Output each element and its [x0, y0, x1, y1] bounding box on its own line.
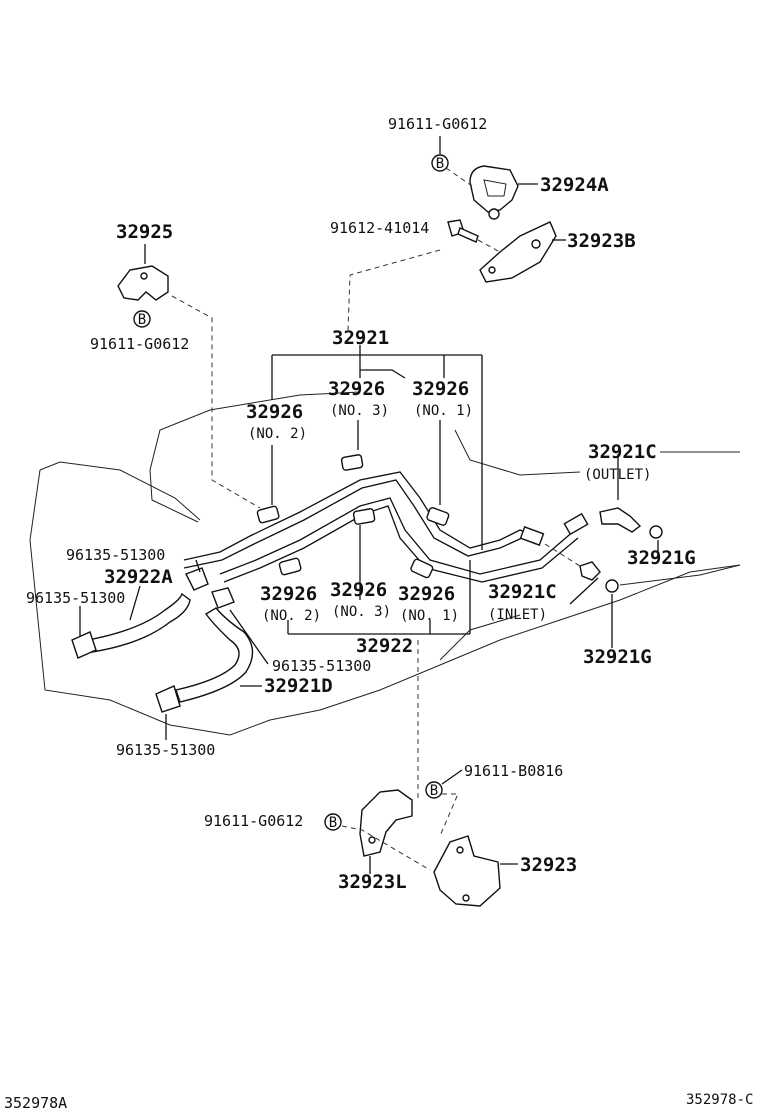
leader-inlet — [569, 577, 599, 605]
label-grommet-b-no2-sub: (NO. 2) — [262, 608, 321, 624]
label-clip-a: 96135-51300 — [66, 546, 165, 564]
label-32924a: 32924A — [540, 174, 609, 196]
leader-hose-a — [129, 585, 141, 621]
bracket-32923b — [479, 221, 557, 283]
label-inlet-sub: (INLET) — [488, 607, 547, 623]
bracket-lines-32921 — [271, 345, 483, 550]
label-grommet-b-no1-sub: (NO. 1) — [400, 608, 459, 624]
dash-inlet — [544, 543, 581, 567]
label-grommet-b-no2: 32926 — [260, 583, 317, 605]
svg-text:B: B — [430, 783, 438, 799]
label-32922: 32922 — [356, 635, 413, 657]
leader-clip-c — [229, 609, 269, 665]
bracket-32923 — [433, 835, 501, 907]
svg-text:B: B — [329, 815, 337, 831]
label-grommet-a-no3: 32926 — [328, 378, 385, 400]
label-32923: 32923 — [520, 854, 577, 876]
label-bolt-left: 91611-G0612 — [90, 335, 189, 353]
label-clip-c: 96135-51300 — [272, 657, 371, 675]
label-outlet-sub: (OUTLET) — [584, 467, 651, 483]
label-32923l: 32923L — [338, 871, 407, 893]
label-grommet-a-no2: 32926 — [246, 401, 303, 423]
label-bolt-bottom: 91611-G0612 — [204, 812, 303, 830]
footer-right-code: 352978-C — [686, 1092, 753, 1108]
tube-assembly — [183, 471, 579, 583]
label-grommet-a-no3-sub: (NO. 3) — [330, 403, 389, 419]
dash-bolt-top — [445, 167, 473, 187]
label-grommet-a-no2-sub: (NO. 2) — [248, 426, 307, 442]
label-clip-d: 96135-51300 — [116, 741, 215, 759]
grommet-shapes — [256, 454, 450, 579]
label-grommet-b-no3: 32926 — [330, 579, 387, 601]
hose-32921d — [155, 587, 254, 713]
label-32923b: 32923B — [567, 230, 636, 252]
label-bolt-top: 91611-G0612 — [388, 115, 487, 133]
bolt-91612-41014 — [447, 219, 479, 243]
label-hose-32922a: 32922A — [104, 566, 173, 588]
tube-fitting-outlet — [519, 512, 589, 546]
clamp-32924a — [469, 165, 519, 220]
svg-text:B: B — [436, 156, 444, 172]
outlet-fitting — [599, 507, 663, 539]
dash-left-guide — [171, 295, 261, 509]
dash-bottom — [341, 825, 431, 871]
label-32921: 32921 — [332, 327, 389, 349]
leader-clip-a — [195, 559, 201, 573]
label-grommet-g-upper: 32921G — [627, 547, 696, 569]
transmission-outline — [29, 391, 741, 736]
label-grommet-g-lower: 32921G — [583, 646, 652, 668]
dash-41014 — [477, 239, 501, 253]
bolt-marker-left: B — [133, 310, 151, 328]
leader-b0816 — [441, 769, 463, 785]
inlet-fitting — [579, 561, 619, 593]
bolt-marker-b0816: B — [425, 781, 443, 799]
label-bolt-b0816: 91611-B0816 — [464, 762, 563, 780]
label-outlet: 32921C — [588, 441, 657, 463]
label-bolt-41014: 91612-41014 — [330, 219, 429, 237]
label-hose-32921d: 32921D — [264, 675, 333, 697]
footer-left-code: 352978A — [4, 1094, 67, 1112]
svg-text:B: B — [138, 312, 146, 328]
bolt-marker-bottom: B — [324, 813, 342, 831]
label-grommet-a-no1-sub: (NO. 1) — [414, 403, 473, 419]
dash-upper-guide — [347, 249, 441, 331]
label-inlet: 32921C — [488, 581, 557, 603]
label-grommet-b-no1: 32926 — [398, 583, 455, 605]
bracket-32923l — [359, 789, 413, 857]
bracket-lines-32922 — [287, 525, 471, 635]
hose-32922a — [71, 567, 209, 659]
label-grommet-a-no1: 32926 — [412, 378, 469, 400]
label-grommet-b-no3-sub: (NO. 3) — [332, 604, 391, 620]
label-32925: 32925 — [116, 221, 173, 243]
clamp-32925 — [117, 265, 169, 301]
label-clip-b: 96135-51300 — [26, 589, 125, 607]
bolt-marker-top: B — [431, 154, 449, 172]
dash-b0816 — [439, 793, 459, 837]
